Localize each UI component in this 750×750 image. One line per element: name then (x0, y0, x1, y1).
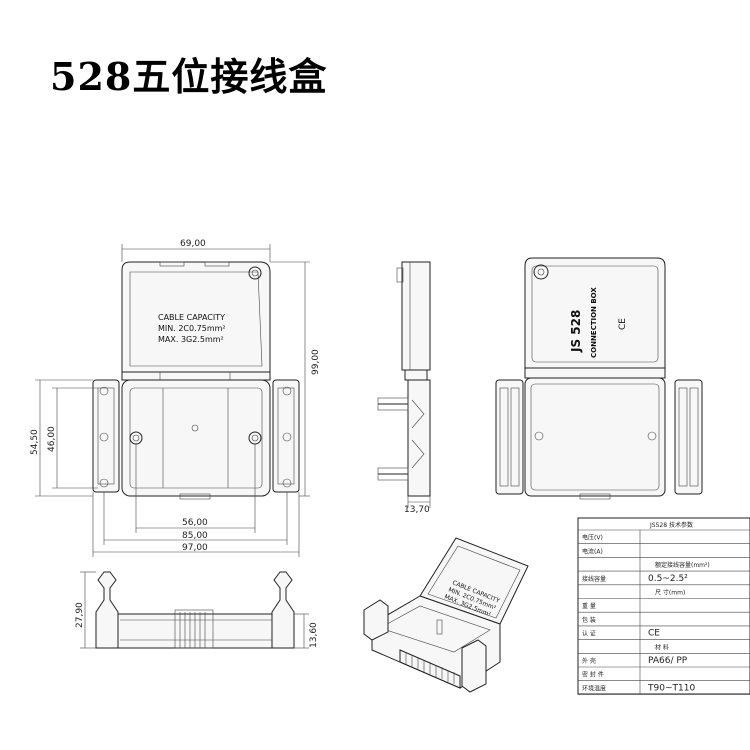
spec-row-label: 认 证 (582, 630, 596, 638)
spec-row-label: 接线容量 (582, 575, 606, 583)
spec-row-label: 电压(V) (582, 534, 603, 542)
spec-table: JS528 技术参数 电压(V) 电流(A) 额定接线容量(mm²) 接线容量 0.5~… (577, 517, 750, 695)
side-view: 13,70 (377, 261, 431, 515)
spec-row-label: 重 量 (582, 602, 596, 610)
iso-clamp-left (495, 379, 524, 495)
iso-base (524, 377, 666, 497)
perspective-view: CABLE CAPACITY MIN. 2C0.75mm² MAX. 3G2.5… (363, 537, 529, 693)
spec-row-value: 材 料 (655, 643, 669, 651)
iso-view: JS 528 CONNECTION BOX CE (495, 257, 703, 500)
dim-bottom-inner: 56,00 (182, 518, 208, 528)
lid-text-1: CABLE CAPACITY (158, 313, 225, 322)
spec-row-label: 电流(A) (582, 547, 603, 555)
spec-row-label: 密 封 件 (582, 671, 604, 679)
spec-row-value: CE (648, 629, 660, 639)
dim-left-outer: 54,50 (30, 429, 40, 455)
bottom-view: 27,90 13,60 (75, 571, 319, 649)
lid-screw-hole (248, 266, 262, 280)
bottom-clamp-left (95, 571, 119, 649)
spec-row-value: 尺 寸(mm) (655, 589, 685, 597)
dim-bottom-outer: 97,00 (182, 543, 208, 553)
spec-row-label: 包 装 (582, 616, 596, 624)
iso-ce-mark: CE (618, 318, 628, 330)
spec-row-value: 额定接线容量(mm²) (655, 561, 710, 569)
front-view: CABLE CAPACITY MIN. 2C0.75mm² MAX. 3G2.5… (30, 239, 321, 557)
iso-lid-model: JS 528 (569, 310, 583, 353)
persp-clamp-right (461, 639, 487, 693)
clamp-right (272, 379, 300, 493)
dim-left-inner: 46,00 (47, 426, 57, 452)
front-base (121, 379, 271, 497)
spec-row-label: 外 壳 (582, 657, 596, 665)
page-title: 528五位接线盒 (50, 54, 328, 99)
bottom-clamp-right (271, 571, 295, 649)
spec-row-value: 0.5~2.5² (648, 574, 688, 584)
spec-row-value: T90~T110 (647, 683, 695, 693)
lid-text-3: MAX. 3G2.5mm² (158, 335, 224, 344)
spec-row-value: PA66/ PP (648, 656, 688, 666)
spec-row-label: 环境温度 (582, 684, 606, 692)
dim-top-width: 69,00 (180, 239, 206, 249)
spec-table-title: JS528 技术参数 (649, 521, 693, 529)
persp-clamp-left (363, 599, 389, 641)
hinge (121, 371, 271, 381)
iso-screw-hole (533, 264, 549, 280)
iso-lid-subtitle: CONNECTION BOX (590, 287, 598, 358)
clamp-left (92, 379, 120, 493)
dim-bottom-mid: 85,00 (182, 531, 208, 541)
lid-text-2: MIN. 2C0.75mm² (158, 324, 226, 333)
front-lid (121, 261, 271, 373)
dim-bottom-height-left: 27,90 (75, 602, 85, 628)
side-base (407, 379, 431, 497)
dim-height-right: 99,00 (311, 349, 321, 375)
iso-clamp-right (674, 379, 703, 495)
bottom-body (107, 613, 289, 649)
side-lid (401, 261, 431, 371)
dim-side-depth: 13,70 (404, 505, 430, 515)
dim-bottom-height-right: 13,60 (309, 622, 319, 648)
